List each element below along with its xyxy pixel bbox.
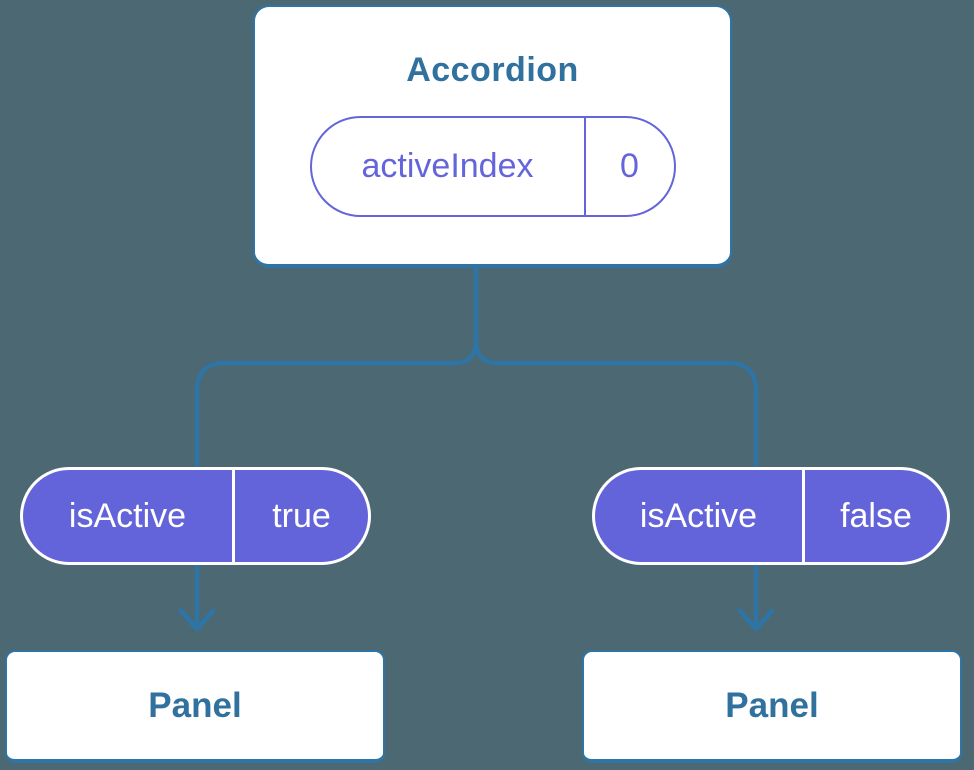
accordion-component-title: Accordion [406, 51, 579, 89]
prop-pill-right: isActive false [592, 467, 950, 565]
connector-right-branch [473, 266, 759, 624]
accordion-component-card: Accordion activeIndex 0 [253, 5, 732, 268]
arrowhead-left-icon [178, 608, 216, 632]
prop-value-label-right: false [840, 496, 912, 535]
prop-pill-left: isActive true [20, 467, 371, 565]
connector-left-branch [194, 266, 479, 624]
state-pill-divider [583, 118, 586, 215]
prop-name-label-right: isActive [639, 496, 758, 535]
panel-card-left: Panel [5, 650, 385, 763]
panel-title-left: Panel [148, 685, 242, 725]
prop-value-label-left: true [272, 496, 331, 535]
state-name-label: activeIndex [361, 147, 534, 185]
prop-pill-left-divider [232, 470, 235, 562]
prop-name-label-left: isActive [68, 496, 187, 535]
state-pill: activeIndex 0 [309, 116, 676, 217]
panel-title-right: Panel [725, 685, 819, 725]
panel-card-right: Panel [582, 650, 962, 763]
arrowhead-right-icon [737, 608, 775, 632]
prop-pill-right-divider [802, 470, 805, 562]
state-value-label: 0 [620, 147, 639, 185]
